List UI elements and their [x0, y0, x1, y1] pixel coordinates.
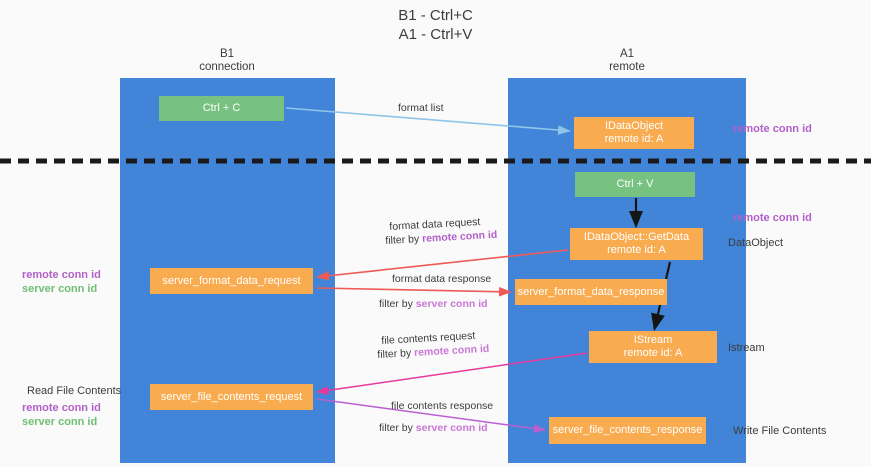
edge-file-contents-response [316, 398, 546, 433]
node-idataobject[interactable]: IDataObject remote id: A [574, 117, 694, 149]
label-istream: Istream [728, 342, 765, 354]
node-idataobject-getdata[interactable]: IDataObject::GetData remote id: A [570, 228, 703, 260]
label-dataobject: DataObject [728, 237, 784, 249]
edge-format-list [285, 107, 571, 135]
column-header-b1: B1 connection [199, 48, 255, 73]
edge-file-contents-request [316, 352, 588, 395]
label-remote-conn-id-top: remote conn id [733, 123, 812, 135]
filter-prefix: filter by [379, 422, 416, 434]
label-server-conn-id-left-mid: server conn id [22, 283, 98, 295]
page-title: B1 - Ctrl+C A1 - Ctrl+V [398, 7, 473, 43]
filter-value-server-conn-id: server conn id [415, 422, 488, 434]
label-remote-conn-id-left-mid: remote conn id [22, 269, 101, 281]
node-server-file-contents-request[interactable]: server_file_contents_request [150, 384, 313, 410]
filter-prefix: filter by [377, 346, 415, 361]
node-server-format-data-request[interactable]: server_format_data_request [150, 268, 313, 294]
edge-label-file-contents-response: file contents response [391, 400, 494, 412]
edge-label-format-data-response-filter: filter by server conn id [379, 297, 488, 311]
node-server-file-contents-response[interactable]: server_file_contents_response [549, 417, 706, 444]
edge-label-format-list: format list [398, 102, 444, 114]
filter-prefix: filter by [379, 298, 416, 310]
node-istream[interactable]: IStream remote id: A [589, 331, 717, 363]
filter-prefix: filter by [385, 232, 423, 247]
label-left-ids-mid: remote conn id server conn id [22, 268, 101, 296]
label-remote-conn-id-left-bottom: remote conn id [22, 402, 101, 414]
label-server-conn-id-left-bottom: server conn id [22, 416, 98, 428]
edge-label-format-data-response: format data response [392, 273, 492, 285]
label-left-ids-bottom: remote conn id server conn id [22, 401, 101, 429]
label-write-file-contents: Write File Contents [733, 425, 827, 437]
column-header-a1: A1 remote [609, 48, 645, 73]
node-server-format-data-response[interactable]: server_format_data_response [515, 279, 667, 305]
node-ctrl-c[interactable]: Ctrl + C [159, 96, 284, 121]
label-remote-conn-id-mid: remote conn id [733, 212, 812, 224]
filter-value-server-conn-id: server conn id [415, 298, 488, 310]
node-ctrl-v[interactable]: Ctrl + V [575, 172, 695, 197]
edge-format-data-request [316, 249, 569, 281]
edge-format-data-response [316, 286, 512, 297]
edge-label-file-contents-response-filter: filter by server conn id [379, 421, 488, 435]
label-read-file-contents: Read File Contents [27, 385, 122, 397]
